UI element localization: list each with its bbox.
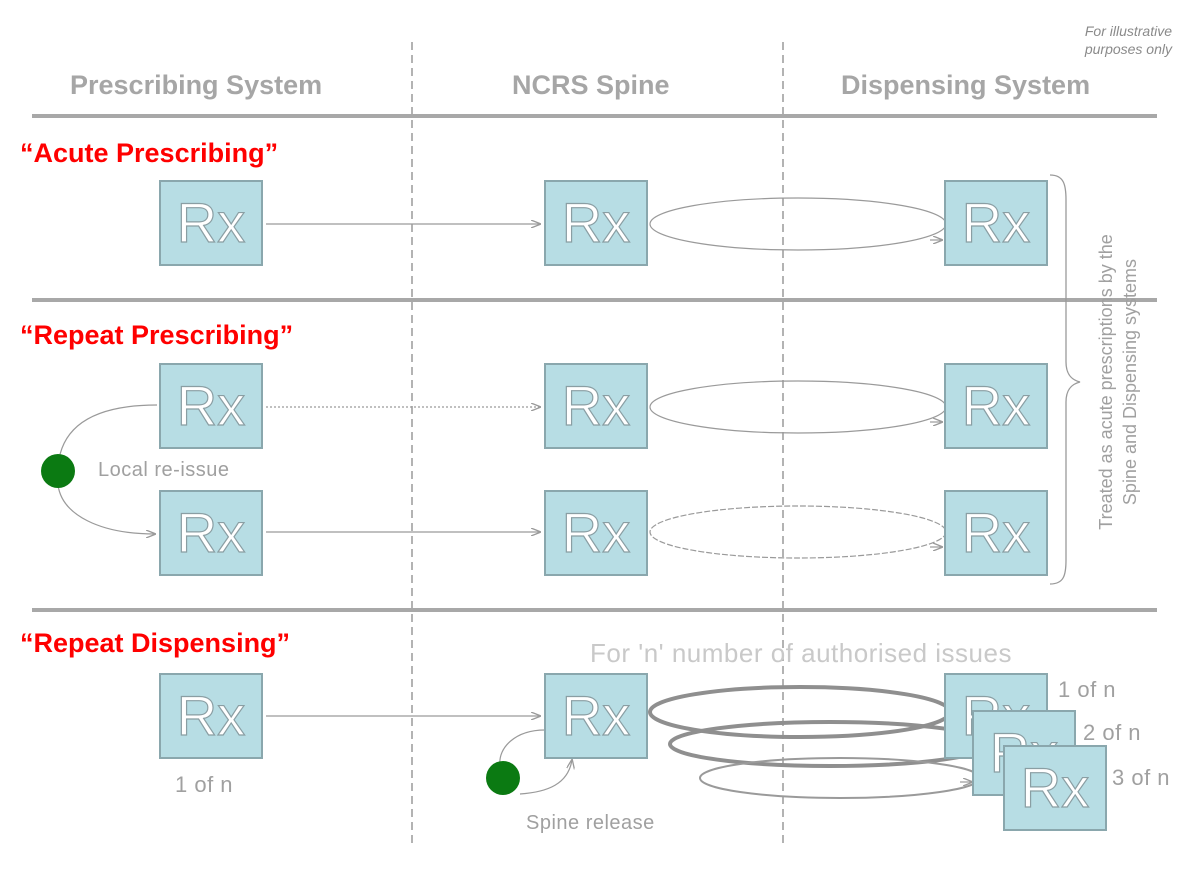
rx-label: Rx	[961, 374, 1031, 437]
section-title-repeat-prescribing: “Repeat Prescribing”	[20, 320, 294, 350]
reissue-curve-bottom	[57, 484, 155, 534]
repeat-bottom-loop	[649, 505, 947, 559]
section-title-repeat-dispensing: “Repeat Dispensing”	[20, 628, 291, 658]
issue-3-label: 3 of n	[1112, 765, 1171, 790]
illustrative-note-line2: purposes only	[1084, 41, 1172, 57]
rx-box-repeat-spine-1: Rx	[544, 363, 648, 449]
spine-release-curve-bottom	[519, 760, 572, 795]
issue-loop-1	[648, 685, 952, 739]
spine-release-curve-top	[499, 729, 546, 766]
rx-box-dispensing-prescribing: Rx	[159, 673, 263, 759]
rx-box-repeat-prescribing-2: Rx	[159, 490, 263, 576]
illustrative-note: For illustrative purposes only	[1085, 22, 1172, 58]
rx-box-repeat-dispensing-2: Rx	[944, 490, 1048, 576]
acute-treatment-note: Treated as acute prescriptions by the Sp…	[1094, 234, 1142, 530]
acute-treatment-note-line2: Spine and Dispensing systems	[1120, 258, 1140, 506]
rx-label: Rx	[561, 501, 631, 564]
rx-label: Rx	[1020, 756, 1090, 819]
illustrative-note-line1: For illustrative	[1084, 23, 1172, 39]
acute-treatment-note-line1: Treated as acute prescriptions by the	[1096, 234, 1116, 530]
rx-box-repeat-prescribing-1: Rx	[159, 363, 263, 449]
local-reissue-dot	[41, 454, 75, 488]
section-divider-1	[32, 298, 1157, 302]
issue-loop-2	[668, 720, 992, 768]
grouping-brace	[1049, 174, 1081, 585]
rx-box-repeat-dispensing-1: Rx	[944, 363, 1048, 449]
rx-label: Rx	[176, 501, 246, 564]
spine-release-dot	[486, 761, 520, 795]
rx-box-acute-spine: Rx	[544, 180, 648, 266]
rx-label: Rx	[176, 684, 246, 747]
rx-label: Rx	[561, 374, 631, 437]
section-title-acute: “Acute Prescribing”	[20, 138, 279, 168]
acute-spine-loop	[649, 197, 947, 251]
rx-label: Rx	[961, 501, 1031, 564]
header-divider	[32, 114, 1157, 118]
rx-box-repeat-spine-2: Rx	[544, 490, 648, 576]
local-reissue-label: Local re-issue	[98, 459, 230, 481]
reissue-curve-top	[57, 404, 158, 467]
rx-label: Rx	[961, 191, 1031, 254]
section-divider-2	[32, 608, 1157, 612]
issue-2-label: 2 of n	[1083, 720, 1142, 745]
rx-label: Rx	[176, 374, 246, 437]
issue-1-label: 1 of n	[1058, 677, 1117, 702]
column-header-prescribing: Prescribing System	[70, 70, 323, 100]
authorised-issues-label: For 'n' number of authorised issues	[590, 638, 1012, 668]
rx-box-issue-3: Rx	[1003, 745, 1107, 831]
rx-label: Rx	[176, 191, 246, 254]
rx-label: Rx	[561, 684, 631, 747]
rx-box-acute-prescribing: Rx	[159, 180, 263, 266]
spine-release-label: Spine release	[526, 812, 655, 834]
repeat-top-loop	[649, 380, 947, 434]
rx-box-acute-dispensing: Rx	[944, 180, 1048, 266]
column-header-spine: NCRS Spine	[512, 70, 670, 100]
column-header-dispensing: Dispensing System	[841, 70, 1091, 100]
rx-box-dispensing-spine: Rx	[544, 673, 648, 759]
first-issue-label: 1 of n	[175, 772, 234, 797]
rx-label: Rx	[561, 191, 631, 254]
